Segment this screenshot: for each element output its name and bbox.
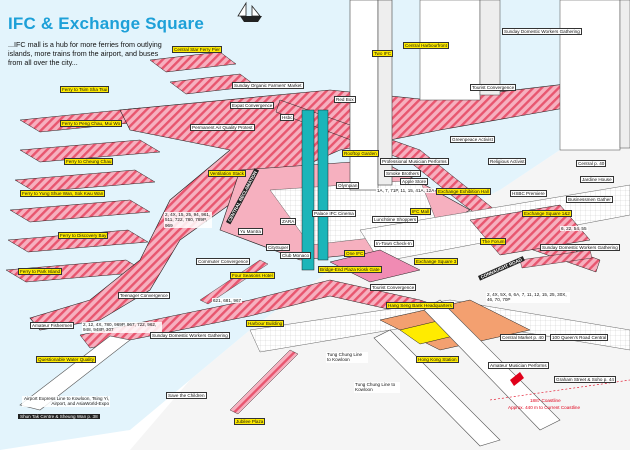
label-sunday-domestic-top: Sunday Domestic Workers Gathering bbox=[502, 28, 582, 36]
label-ventilation-stack: Ventilation Stack bbox=[208, 170, 246, 178]
label-exchange-square-3: Exchange Square 3 bbox=[414, 258, 459, 266]
label-bus-center: 621, 681, 967 bbox=[212, 298, 243, 304]
label-sunday-farmers: Sunday Organic Farmers' Market bbox=[232, 82, 304, 90]
label-one-ifc: One IFC bbox=[344, 250, 366, 258]
label-central-star-ferry: Central Star Ferry Pier bbox=[172, 46, 222, 54]
label-amateur-fishermen: Amateur Fishermen bbox=[30, 322, 75, 330]
label-tung-chung-line: Tung Chung Line to Kowloon bbox=[354, 382, 400, 393]
ferry-piers bbox=[5, 51, 257, 283]
label-four-seasons: Four Seasons Hotel bbox=[230, 272, 275, 280]
label-businessmen-gather: Businessmen Gather bbox=[566, 196, 613, 204]
label-ferry-yung-shue-wan: Ferry to Yung Shue Wan, Sok Kwu Wan bbox=[20, 190, 106, 198]
label-tourist-convergence-mid: Tourist Convergence bbox=[370, 284, 417, 292]
label-airport-express: Airport Express Line to Kowloon, Tsing Y… bbox=[22, 396, 110, 407]
label-queens-road: 100 Queen's Road Central bbox=[550, 334, 609, 342]
label-bridge-end-gate: Bridge-End Plaza Kiosk Gate bbox=[318, 266, 382, 274]
label-save-children: Save the Children bbox=[166, 392, 207, 400]
label-two-ifc: Two IFC bbox=[372, 50, 394, 58]
label-shun-tak: Shun Tak Centre & Sheung Wan p. 38 bbox=[18, 414, 100, 420]
label-tung-chung-kowloon: Tung Chung Line to Kowloon bbox=[326, 352, 368, 363]
two-ifc-tower bbox=[349, 0, 393, 191]
office-towers-right bbox=[419, 0, 630, 151]
label-palace-ifc: Palace IFC Cinema bbox=[312, 210, 356, 218]
page-title: IFC & Exchange Square bbox=[8, 14, 204, 33]
label-smoke-brothers: Smoke Brothers bbox=[384, 170, 421, 178]
label-jardine-house: Jardine House bbox=[580, 176, 614, 184]
label-religious-activist: Religious Activist bbox=[488, 158, 527, 166]
label-bus-lower-left: 2, 12, 4X, 780, 969P, 967, 722, 962, 948… bbox=[82, 322, 162, 333]
label-lunchtime-shoppers: Lunchtime Shoppers bbox=[372, 216, 419, 224]
label-zara: ZARA bbox=[280, 218, 297, 226]
label-bus-right-lower: 2, 4X, 5X, 6, 6A, 7, 11, 12, 15, 25, 30X… bbox=[486, 292, 570, 303]
label-ferry-cheung-chau: Ferry to Cheung Chau bbox=[64, 158, 114, 166]
label-amateur-musician: Amateur Musician Performs bbox=[488, 362, 549, 370]
label-central-harbourfront: Central Harbourfront bbox=[403, 42, 449, 50]
label-coastline: 1887 Coastline bbox=[530, 398, 561, 403]
label-graham-street: Graham Street & Soho p. 44 bbox=[554, 376, 616, 384]
label-permanent-protest: Permanent Air Quality Protest bbox=[190, 124, 255, 132]
junk-boat-icon bbox=[237, 1, 262, 22]
label-teenager-convergence: Teenager Convergence bbox=[118, 292, 170, 300]
label-bus-stop-upper: 1A, 7, 71P, 11, 15, 41A, 12A bbox=[376, 188, 436, 194]
label-bus-left: 2, 4X, 15, 25, 94, 961, 511, 722, 780, 7… bbox=[164, 212, 212, 229]
label-ferry-tsim-sha-tsui: Ferry to Tsim Sha Tsui bbox=[60, 86, 110, 94]
label-yu-mantra: Yu Mantra bbox=[238, 228, 263, 236]
label-bus-right-upper: 6, 22, 54, 55 bbox=[560, 226, 588, 232]
label-questionable-water: Questionable Water Quality bbox=[36, 356, 97, 364]
label-city-super: CitySuper bbox=[266, 244, 291, 252]
label-sunday-domestic-mid: Sunday Domestic Workers Gathering bbox=[540, 244, 620, 252]
label-olympian: Olympian bbox=[336, 182, 360, 190]
label-greenpeace: Greenpeace Activist bbox=[450, 136, 495, 144]
label-expat-convergence: Expat Convergence bbox=[230, 102, 275, 110]
label-jubilee-plaza: Jubilee Plaza bbox=[234, 418, 266, 426]
label-coastline-note: Approx. 440 m to Current Coastline bbox=[508, 405, 581, 410]
label-tourist-convergence-top: Tourist Convergence bbox=[470, 84, 517, 92]
label-hong-kong-station: Hong Kong Station bbox=[416, 356, 459, 364]
label-commuter-convergence: Commuter Convergence bbox=[196, 258, 251, 266]
label-exchange-square-12: Exchange Square 1&2 bbox=[522, 210, 572, 218]
footbridges bbox=[199, 249, 593, 415]
label-in-town-check-in: In-Town Check-In bbox=[374, 240, 414, 248]
label-rooftop-garden: Rooftop Garden bbox=[342, 150, 379, 158]
label-red-box: Red Box bbox=[334, 96, 356, 104]
label-ifc-mall: IFC Mall bbox=[410, 208, 432, 216]
label-hsbc: Hsbc bbox=[280, 114, 295, 122]
label-ferry-discovery-bay: Ferry to Discovery Bay bbox=[58, 232, 109, 240]
label-sunday-domestic-low: Sunday Domestic Workers Gathering bbox=[150, 332, 230, 340]
intro-text: ...IFC mall is a hub for more ferries fr… bbox=[8, 40, 162, 67]
label-hsbc-premier: HSBC Premiere bbox=[510, 190, 547, 198]
label-apple-store: Apple Store bbox=[400, 178, 429, 186]
label-harbour-building: Harbour Building bbox=[246, 320, 285, 328]
label-the-forum: The Forum bbox=[480, 238, 507, 246]
label-club-monaco: Club Monaco bbox=[280, 252, 312, 260]
label-ferry-park-island: Ferry to Park Island bbox=[18, 268, 63, 276]
label-hang-seng: Hang Seng Bank Headquarters bbox=[386, 302, 454, 310]
label-ferry-peng-chau: Ferry to Peng Chau, Mui Wo bbox=[60, 120, 123, 128]
label-central-p40: Central p. 40 bbox=[576, 160, 607, 168]
label-central-market: Central Market p. 40 bbox=[500, 334, 546, 342]
label-professional-musician: Professional Musician Performs bbox=[380, 158, 449, 166]
label-exchange-hall: Exchange Exhibition Hall bbox=[436, 188, 491, 196]
